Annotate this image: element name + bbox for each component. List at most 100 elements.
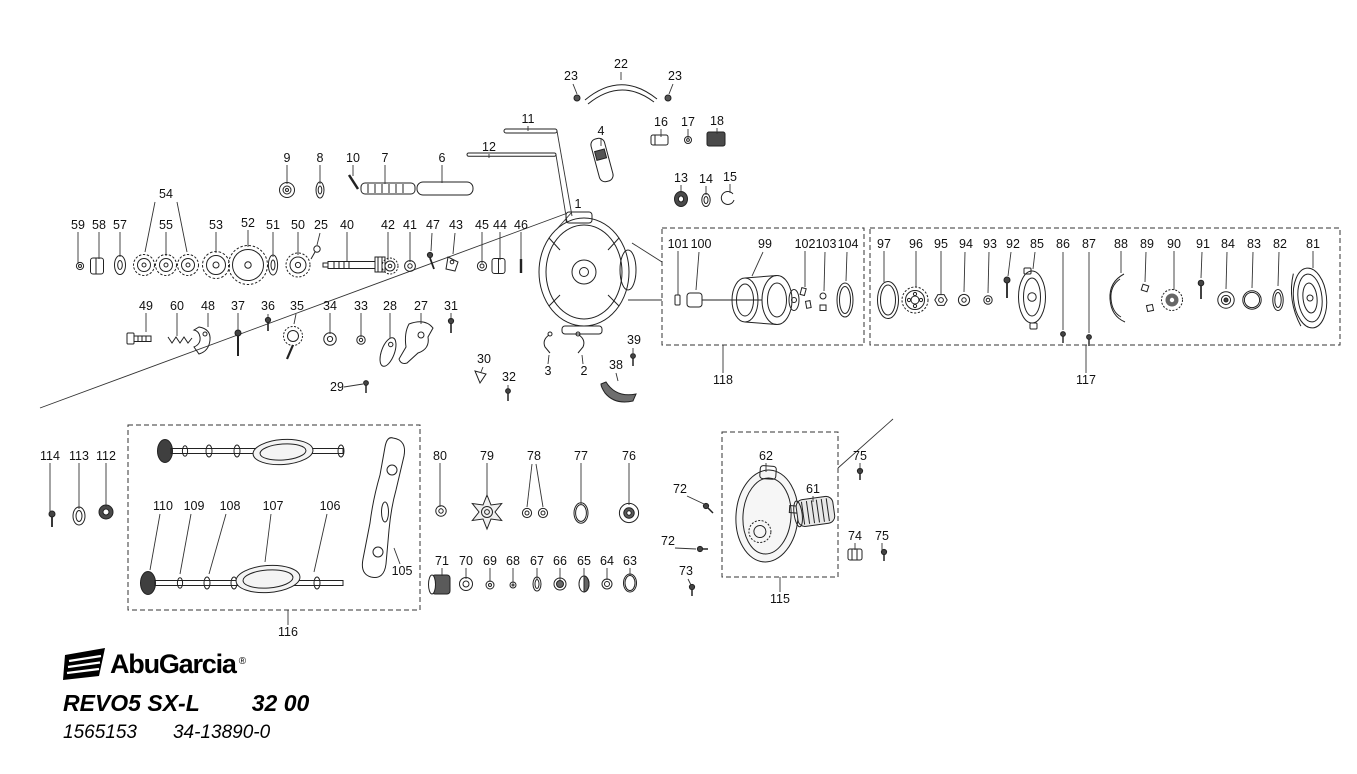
part-label-22: 22 <box>614 57 628 71</box>
part-label-1: 1 <box>575 197 582 211</box>
part-label-13: 13 <box>674 171 688 185</box>
part-label-51: 51 <box>266 218 280 232</box>
group-box-118 <box>661 227 865 346</box>
part-label-95: 95 <box>934 237 948 251</box>
part-label-3: 3 <box>545 364 552 378</box>
leader-line <box>264 513 272 563</box>
part-label-87: 87 <box>1082 237 1096 251</box>
leader-line <box>316 232 321 246</box>
part-label-97: 97 <box>877 237 891 251</box>
part-label-57: 57 <box>113 218 127 232</box>
leader-line <box>1032 251 1036 270</box>
part-label-99: 99 <box>758 237 772 251</box>
leader-line <box>144 201 156 253</box>
part-label-75: 75 <box>853 449 867 463</box>
part-label-27: 27 <box>414 299 428 313</box>
leader-line <box>293 313 297 325</box>
part-label-85: 85 <box>1030 237 1044 251</box>
part-label-50: 50 <box>291 218 305 232</box>
part-label-74: 74 <box>848 529 862 543</box>
leader-line <box>1277 251 1280 287</box>
leader-line <box>1144 251 1147 283</box>
part-label-78: 78 <box>527 449 541 463</box>
part-label-93: 93 <box>983 237 997 251</box>
leader-line <box>1007 251 1012 277</box>
part-label-114: 114 <box>40 449 60 463</box>
group-boxes <box>127 227 1341 611</box>
part-label-6: 6 <box>439 151 446 165</box>
part-label-65: 65 <box>577 554 591 568</box>
leader-line <box>695 251 700 291</box>
part-label-30: 30 <box>477 352 491 366</box>
part-label-71: 71 <box>435 554 449 568</box>
number-line: 1565153 34-13890-0 <box>63 722 309 744</box>
part-label-79: 79 <box>480 449 494 463</box>
pin-part <box>347 174 360 190</box>
leader-line <box>480 366 484 373</box>
part-label-107: 107 <box>263 499 284 513</box>
leader-line <box>1225 251 1228 290</box>
leader-line <box>987 251 990 294</box>
part-label-23: 23 <box>564 69 578 83</box>
part-label-59: 59 <box>71 218 85 232</box>
part-label-58: 58 <box>92 218 106 232</box>
part-label-66: 66 <box>553 554 567 568</box>
abu-garcia-logo: AbuGarcia ® <box>63 646 309 682</box>
part-label-91: 91 <box>1196 237 1210 251</box>
part-label-34: 34 <box>323 299 337 313</box>
part-label-9: 9 <box>284 151 291 165</box>
mid-row-parts <box>126 316 637 403</box>
part-label-4: 4 <box>598 124 605 138</box>
leader-line <box>313 513 328 573</box>
spool-assembly <box>674 275 854 325</box>
part-label-36: 36 <box>261 299 275 313</box>
handle-nut-knob <box>279 182 295 198</box>
clutch-screws <box>573 94 672 102</box>
item-number: 1565153 <box>63 722 137 743</box>
knob-shaft-part <box>360 182 416 195</box>
leader-line <box>687 578 692 586</box>
part-label-49: 49 <box>139 299 153 313</box>
part-label-53: 53 <box>209 218 223 232</box>
part-label-80: 80 <box>433 449 447 463</box>
part-label-62: 62 <box>759 449 773 463</box>
leader-line <box>208 513 227 575</box>
handle-grip-part <box>416 181 474 196</box>
part-label-44: 44 <box>493 218 507 232</box>
part-label-82: 82 <box>1273 237 1287 251</box>
part-label-102: 102 <box>795 237 816 251</box>
part-label-37: 37 <box>231 299 245 313</box>
part-label-47: 47 <box>426 218 440 232</box>
part-label-32: 32 <box>502 370 516 384</box>
part-label-29: 29 <box>330 380 344 394</box>
part-label-106: 106 <box>320 499 341 513</box>
part-label-108: 108 <box>220 499 241 513</box>
part-label-46: 46 <box>514 218 528 232</box>
part-label-94: 94 <box>959 237 973 251</box>
leader-line <box>572 83 578 95</box>
part-label-75: 75 <box>875 529 889 543</box>
part-label-104: 104 <box>838 237 859 251</box>
part-label-67: 67 <box>530 554 544 568</box>
bearing-ring-parts <box>674 190 735 207</box>
part-label-40: 40 <box>340 218 354 232</box>
part-label-14: 14 <box>699 172 713 186</box>
title-block: AbuGarcia ® REVO5 SX-L 32 00 1565153 34-… <box>63 646 309 744</box>
part-label-48: 48 <box>201 299 215 313</box>
shaft-rod-part <box>503 128 558 134</box>
part-label-96: 96 <box>909 237 923 251</box>
reel-frame-part <box>538 211 637 335</box>
part-label-39: 39 <box>627 333 641 347</box>
part-label-86: 86 <box>1056 237 1070 251</box>
part-label-10: 10 <box>346 151 360 165</box>
leader-line <box>555 211 573 231</box>
part-label-25: 25 <box>314 218 328 232</box>
leader-line <box>179 513 192 575</box>
part-label-52: 52 <box>241 216 255 230</box>
part-label-2: 2 <box>581 364 588 378</box>
part-label-23: 23 <box>668 69 682 83</box>
small-cylinder-parts <box>650 131 726 147</box>
